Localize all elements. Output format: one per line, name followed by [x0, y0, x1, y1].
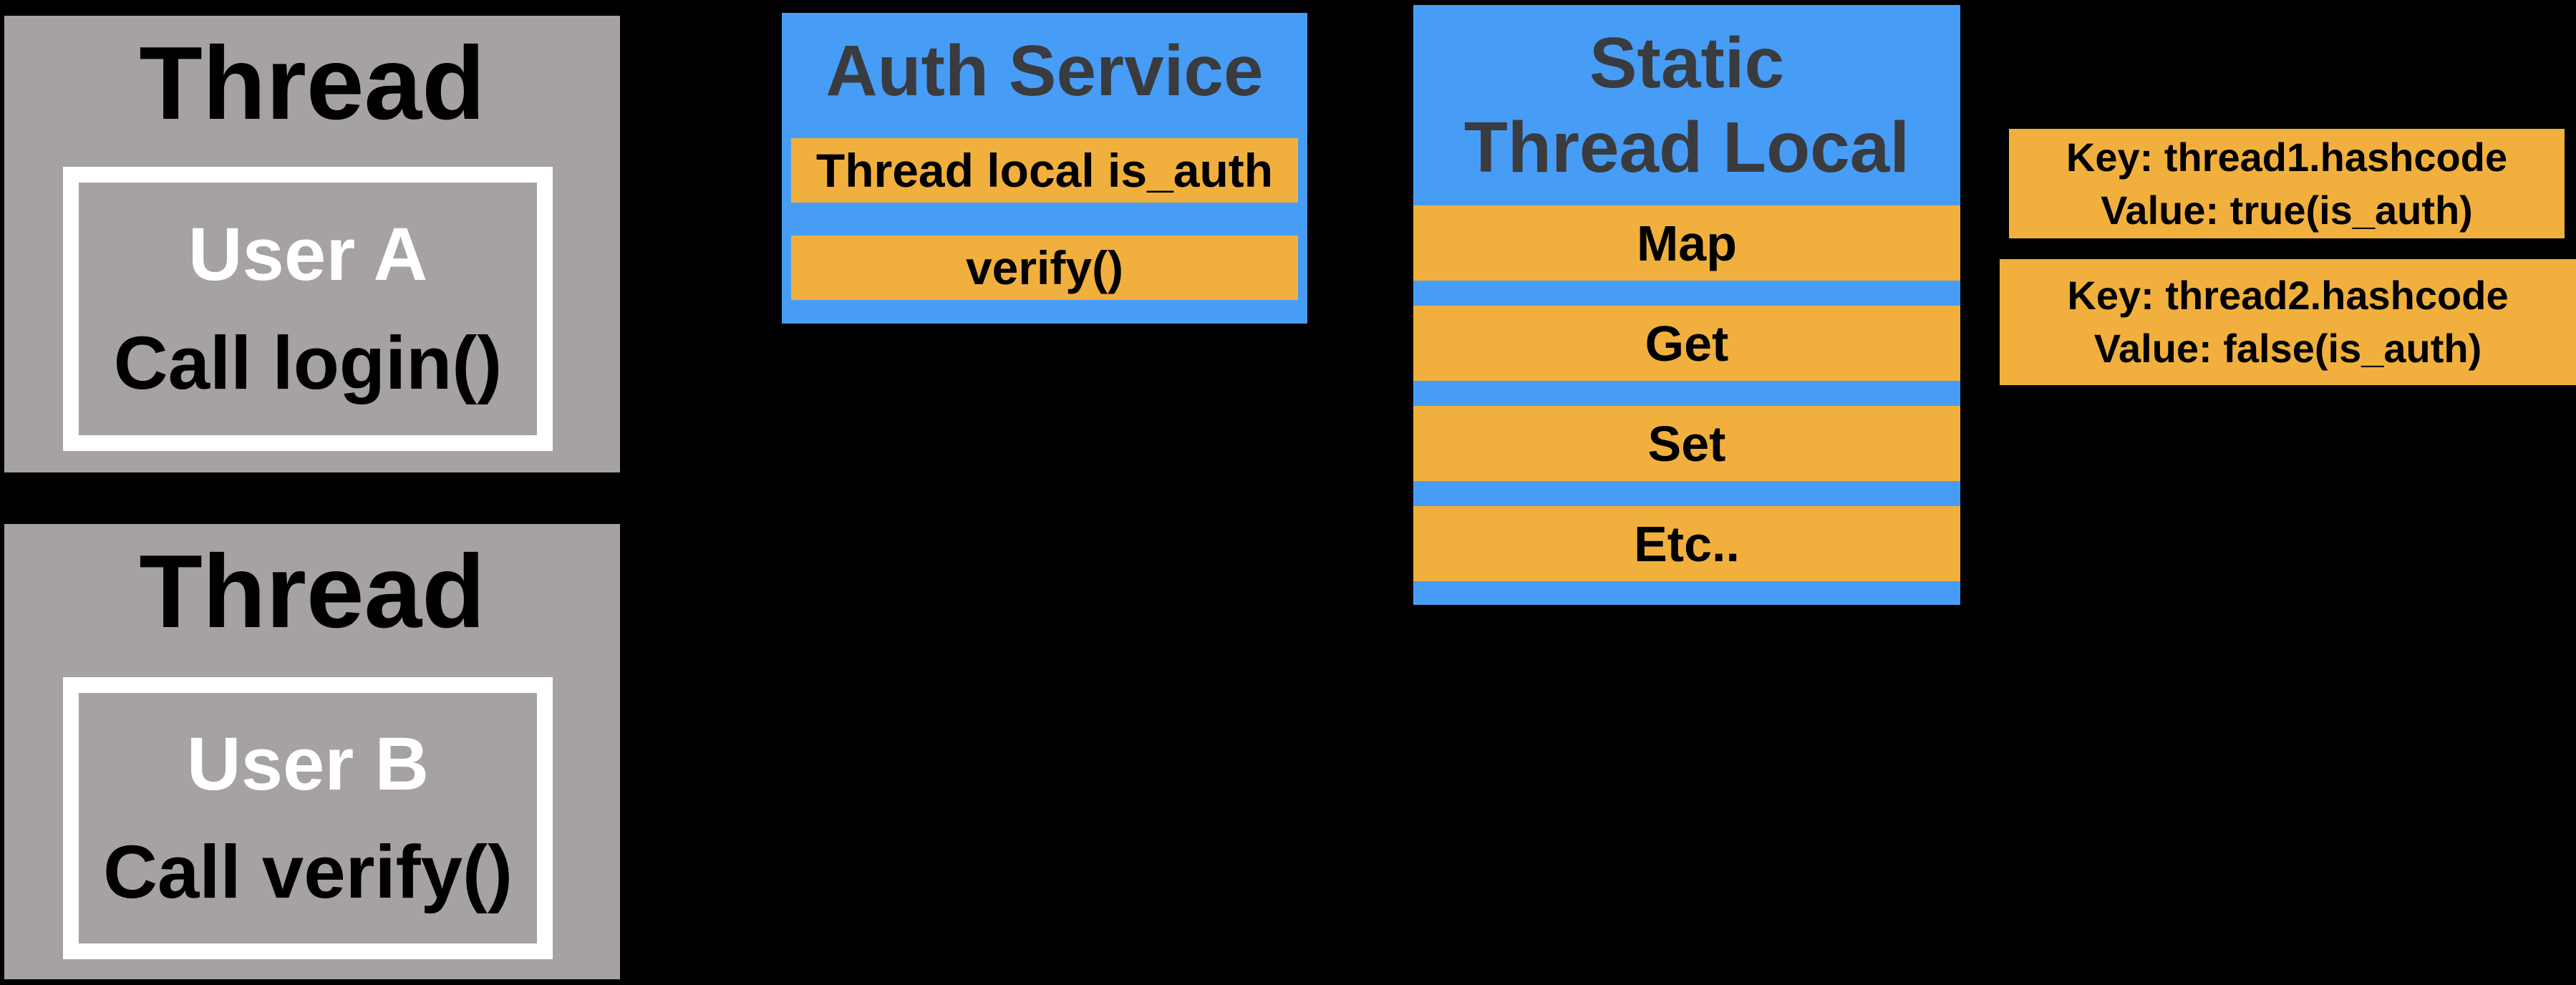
static-thread-local-item-set-label: Set: [1647, 415, 1726, 472]
user-b-label: User B: [186, 722, 430, 806]
auth-service-item-thread-local-label: Thread local is_auth: [815, 144, 1274, 197]
auth-service-item-verify: verify(): [791, 236, 1298, 300]
kv-entry-thread1-key: Key: thread1.hashcode: [2066, 134, 2508, 180]
auth-service-item-thread-local: Thread local is_auth: [791, 138, 1298, 203]
auth-service-title: Auth Service: [825, 31, 1264, 111]
static-thread-local-item-etc: Etc..: [1413, 506, 1960, 581]
thread-1-title: Thread: [139, 25, 485, 141]
static-thread-local-item-etc-label: Etc..: [1634, 515, 1740, 572]
thread-box-1: Thread User A Call login(): [4, 16, 620, 472]
auth-service-item-verify-label: verify(): [965, 241, 1124, 294]
kv-entry-thread1-value: Value: true(is_auth): [2101, 187, 2473, 233]
static-thread-local-item-map-label: Map: [1637, 215, 1737, 271]
user-a-label: User A: [188, 212, 428, 296]
kv-entry-thread1: Key: thread1.hashcode Value: true(is_aut…: [2009, 129, 2565, 238]
static-thread-local-title-line2: Thread Local: [1463, 107, 1910, 188]
thread-2-title: Thread: [139, 533, 485, 649]
static-thread-local-item-map: Map: [1413, 205, 1960, 281]
kv-entry-thread2-value: Value: false(is_auth): [2093, 326, 2482, 371]
static-thread-local-item-get: Get: [1413, 306, 1960, 381]
static-thread-local-item-set: Set: [1413, 406, 1960, 481]
user-a-frame: User A Call login(): [63, 167, 553, 451]
static-thread-local-box: Static Thread Local Map Get Set Etc..: [1413, 5, 1960, 605]
user-b-action: Call verify(): [103, 830, 513, 915]
auth-service-box: Auth Service Thread local is_auth verify…: [782, 13, 1307, 324]
user-b-frame: User B Call verify(): [63, 677, 553, 959]
user-a-action: Call login(): [113, 321, 503, 406]
kv-entry-thread2-key: Key: thread2.hashcode: [2067, 273, 2509, 319]
thread-box-2: Thread User B Call verify(): [4, 524, 620, 979]
kv-entry-thread2: Key: thread2.hashcode Value: false(is_au…: [2000, 259, 2576, 385]
static-thread-local-item-get-label: Get: [1645, 315, 1729, 372]
static-thread-local-title: Static Thread Local: [1413, 5, 1960, 190]
static-thread-local-title-line1: Static: [1589, 23, 1785, 103]
